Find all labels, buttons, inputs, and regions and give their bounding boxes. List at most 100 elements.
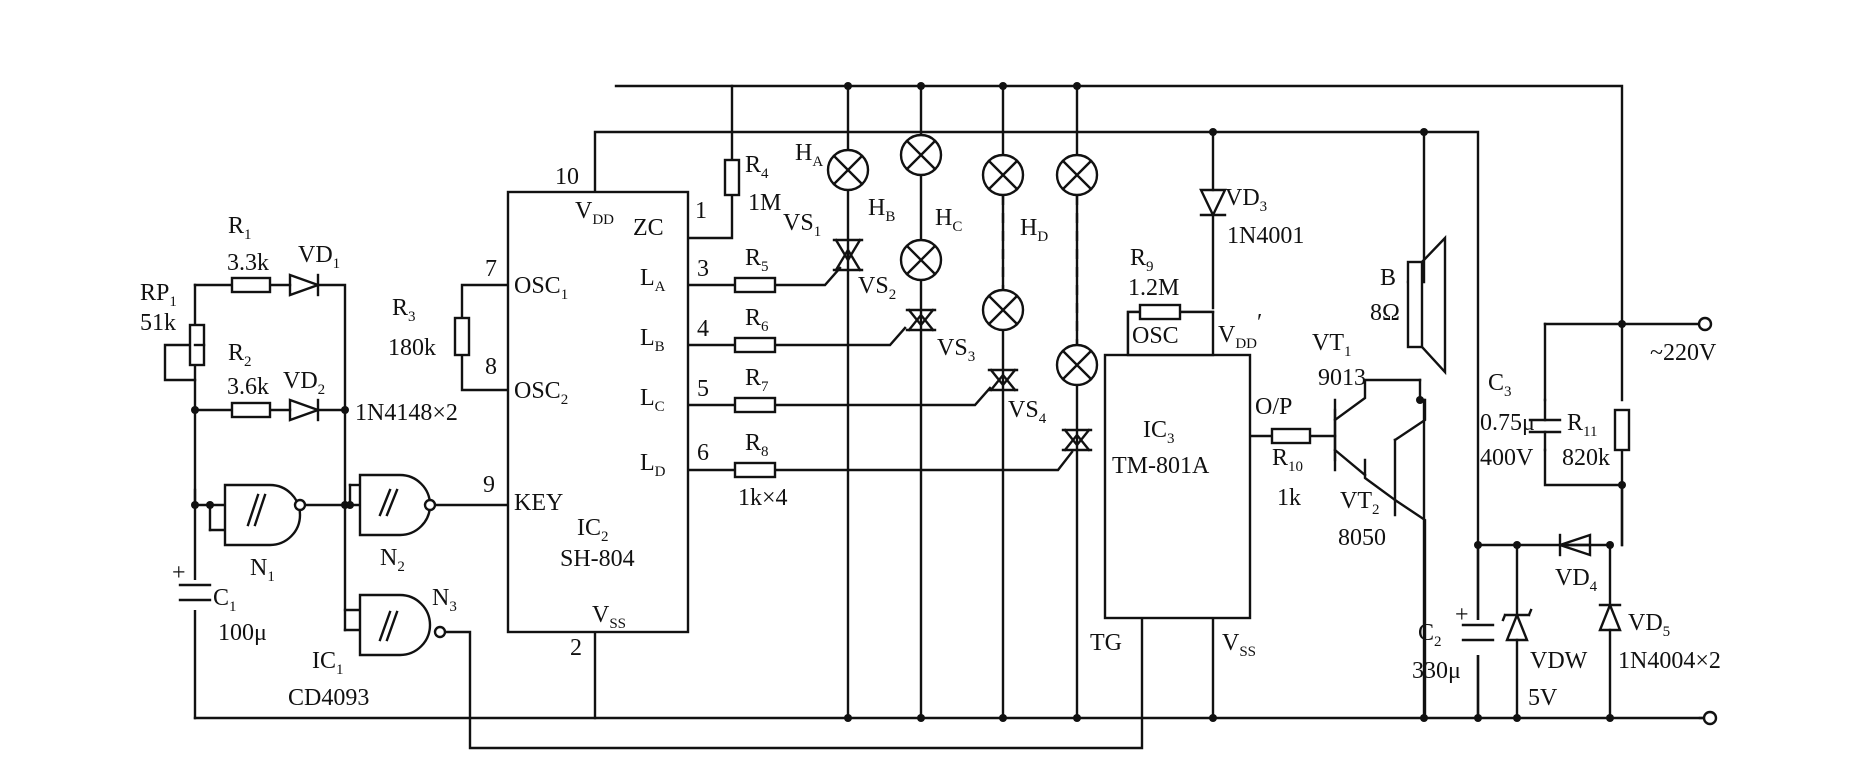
label-rp1-value: 51k (140, 310, 176, 336)
ic2-pin-num-10: 10 (555, 164, 579, 190)
ic3-labels: OSC VDD′ O/P IC3 TM-801A TG VSS (1090, 310, 1292, 660)
resistor-r7 (733, 396, 777, 414)
capacitor-c2: + (1455, 602, 1495, 655)
ic2-pin-osc1: OSC1 (514, 273, 568, 303)
resistor-r9 (1138, 303, 1182, 321)
resistors (188, 158, 1631, 479)
ic2-part: SH-804 (560, 546, 635, 572)
label-r9-value: 1.2M (1128, 275, 1179, 301)
ic2-body (506, 190, 690, 634)
ic2-pin-num-7: 7 (485, 256, 497, 282)
lamp-hb-2 (899, 238, 943, 282)
diode-vd2 (288, 398, 322, 422)
resistor-r4 (723, 158, 741, 197)
zener-vdw (1501, 608, 1533, 642)
triacs (832, 238, 1093, 452)
mains-terminals (1697, 316, 1718, 726)
capacitor-c2-plus: + (1455, 602, 1469, 628)
label-hb: HB (868, 195, 895, 225)
label-c1: C1 (213, 585, 237, 615)
ic2-pin-osc2: OSC2 (514, 378, 568, 408)
label-vs4: VS4 (1008, 397, 1047, 427)
ic2-pin-lc: LC (640, 385, 665, 415)
diode-vd3 (1199, 188, 1227, 218)
label-r6: R6 (745, 305, 769, 335)
label-vd3: VD3 (1225, 185, 1267, 215)
label-speaker-b: B (1380, 265, 1396, 291)
label-vd3-value: 1N4001 (1227, 223, 1304, 249)
label-mains-supply: ~220V (1650, 340, 1717, 366)
label-r3: R3 (392, 295, 416, 325)
gate-n3 (358, 593, 447, 657)
label-n2: N2 (380, 545, 405, 575)
ic2-pin-key: KEY (514, 490, 563, 516)
capacitor-c1-plus: + (172, 560, 186, 586)
resistor-r10 (1270, 427, 1312, 445)
ic2-pin-num-5: 5 (697, 376, 709, 402)
label-ic1-part: CD4093 (288, 685, 369, 711)
label-c2-value: 330μ (1412, 658, 1461, 684)
triac-vs3 (987, 368, 1019, 392)
label-r10: R10 (1272, 445, 1303, 475)
resistor-r8 (733, 461, 777, 479)
speaker-b (1406, 235, 1447, 376)
label-vdw: VDW (1530, 648, 1588, 674)
diode-vd5 (1598, 601, 1622, 632)
label-r8-value: 1k×4 (738, 485, 788, 511)
label-vd2-value: 1N4148×2 (355, 400, 458, 426)
label-ha: HA (795, 140, 823, 170)
ic2-pin-num-1: 1 (695, 198, 707, 224)
label-c1-value: 100μ (218, 620, 267, 646)
label-vs1: VS1 (783, 210, 821, 240)
label-ic1: IC1 (312, 648, 344, 678)
ic3-pin-op: O/P (1255, 394, 1292, 420)
ic2-pin-vdd: VDD (575, 198, 614, 228)
label-r2-value: 3.6k (227, 374, 269, 400)
label-rp1: RP1 (140, 280, 177, 310)
label-vd5: VD5 (1628, 610, 1670, 640)
lamp-hd-1 (1055, 153, 1099, 197)
ic2-pin-num-6: 6 (697, 440, 709, 466)
label-hc: HC (935, 205, 962, 235)
label-vdw-value: 5V (1528, 685, 1558, 711)
ic3-pin-tg: TG (1090, 630, 1122, 656)
resistor-r2 (230, 401, 272, 419)
label-r11-value: 820k (1562, 445, 1610, 471)
ic2-pin-ld: LD (640, 450, 666, 480)
label-n3: N3 (432, 585, 457, 615)
label-r8: R8 (745, 430, 769, 460)
label-r7: R7 (745, 365, 769, 395)
wires (163, 84, 1707, 750)
resistor-r11 (1613, 408, 1631, 452)
ic2-name: IC2 (577, 515, 609, 545)
label-speaker-b-value: 8Ω (1370, 300, 1400, 326)
label-vd1: VD1 (298, 242, 340, 272)
ic2-pin-num-8: 8 (485, 354, 497, 380)
transistors (1333, 398, 1397, 517)
ic3-pin-vdd: VDD′ (1218, 310, 1262, 352)
lamp-hc-2 (981, 288, 1025, 332)
label-vd4: VD4 (1555, 565, 1598, 595)
label-hd: HD (1020, 215, 1048, 245)
label-r2: R2 (228, 340, 252, 370)
label-r5: R5 (745, 245, 769, 275)
ic2-pin-num-4: 4 (697, 316, 709, 342)
triac-vs4 (1061, 428, 1093, 452)
ic2-pin-vss: VSS (592, 602, 626, 632)
resistor-r5 (733, 276, 777, 294)
label-vs3: VS3 (937, 335, 975, 365)
label-r4-value: 1M (748, 190, 781, 216)
triac-vs1 (832, 238, 864, 272)
junction-dots (191, 82, 1626, 722)
ic2-pin-zc: ZC (633, 215, 664, 241)
ic2-pin-num-2: 2 (570, 635, 582, 661)
capacitor-c3 (1528, 398, 1562, 452)
lamp-hd-2 (1055, 343, 1099, 387)
label-r4: R4 (745, 152, 769, 182)
lamp-hb-1 (899, 133, 943, 177)
diodes (288, 188, 1622, 642)
lamps (826, 133, 1099, 387)
ic3-body (1103, 353, 1252, 620)
ic2-pin-lb: LB (640, 325, 665, 355)
